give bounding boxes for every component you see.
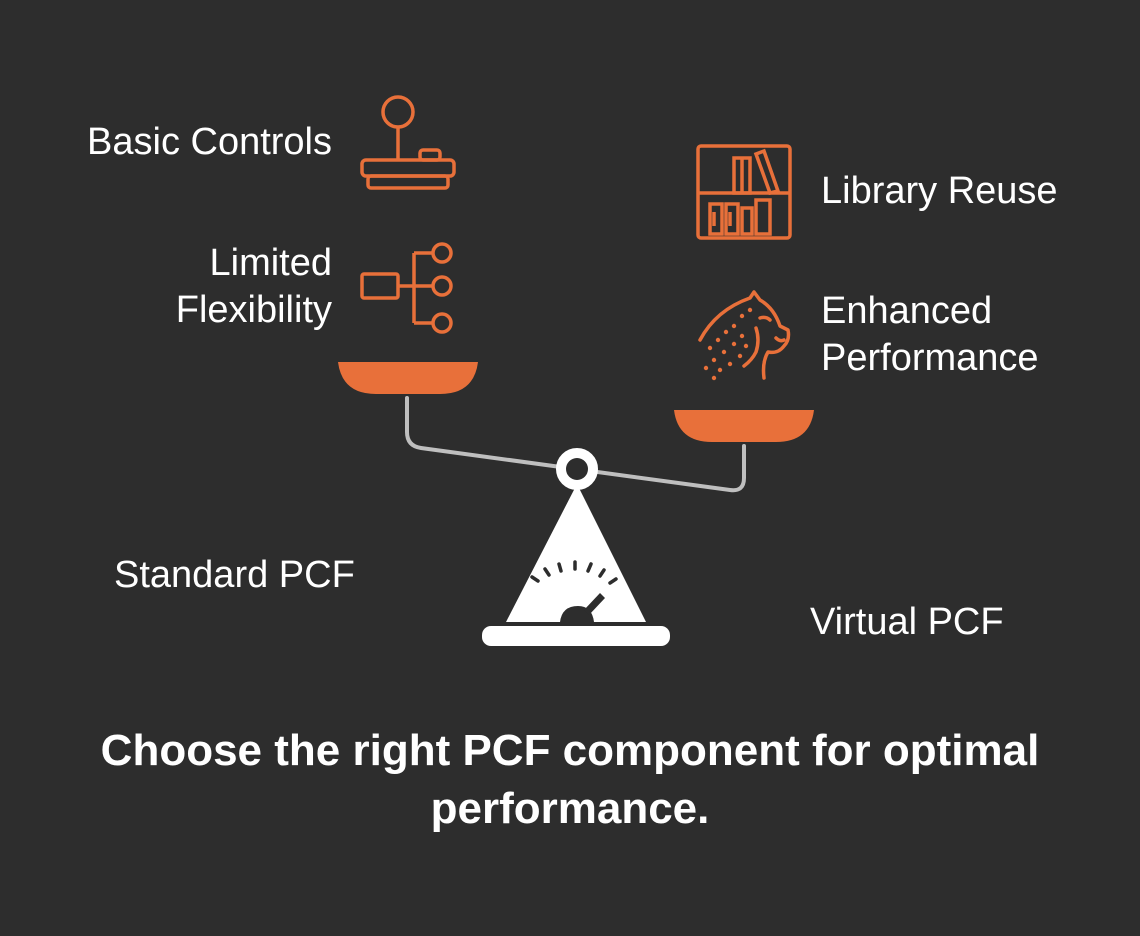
- feature-limited-flexibility: Limited Flexibility: [175, 242, 332, 331]
- right-pan: [674, 410, 814, 442]
- hierarchy-icon: [360, 242, 453, 334]
- cheetah-icon: [698, 290, 791, 381]
- caption: Choose the right PCF component for optim…: [100, 726, 1040, 833]
- option-standard-pcf: Standard PCF: [114, 554, 355, 596]
- left-pan: [338, 362, 478, 394]
- gauge-icon: [530, 560, 618, 622]
- joystick-icon: [360, 95, 456, 190]
- feature-enhanced-performance: Enhanced Performance: [821, 290, 1039, 379]
- scale-base: [482, 626, 670, 646]
- option-virtual-pcf: Virtual PCF: [810, 601, 1004, 643]
- feature-basic-controls: Basic Controls: [87, 121, 332, 163]
- scale-stand: [506, 484, 646, 622]
- feature-library-reuse: Library Reuse: [821, 170, 1058, 212]
- bookshelf-icon: [696, 144, 792, 240]
